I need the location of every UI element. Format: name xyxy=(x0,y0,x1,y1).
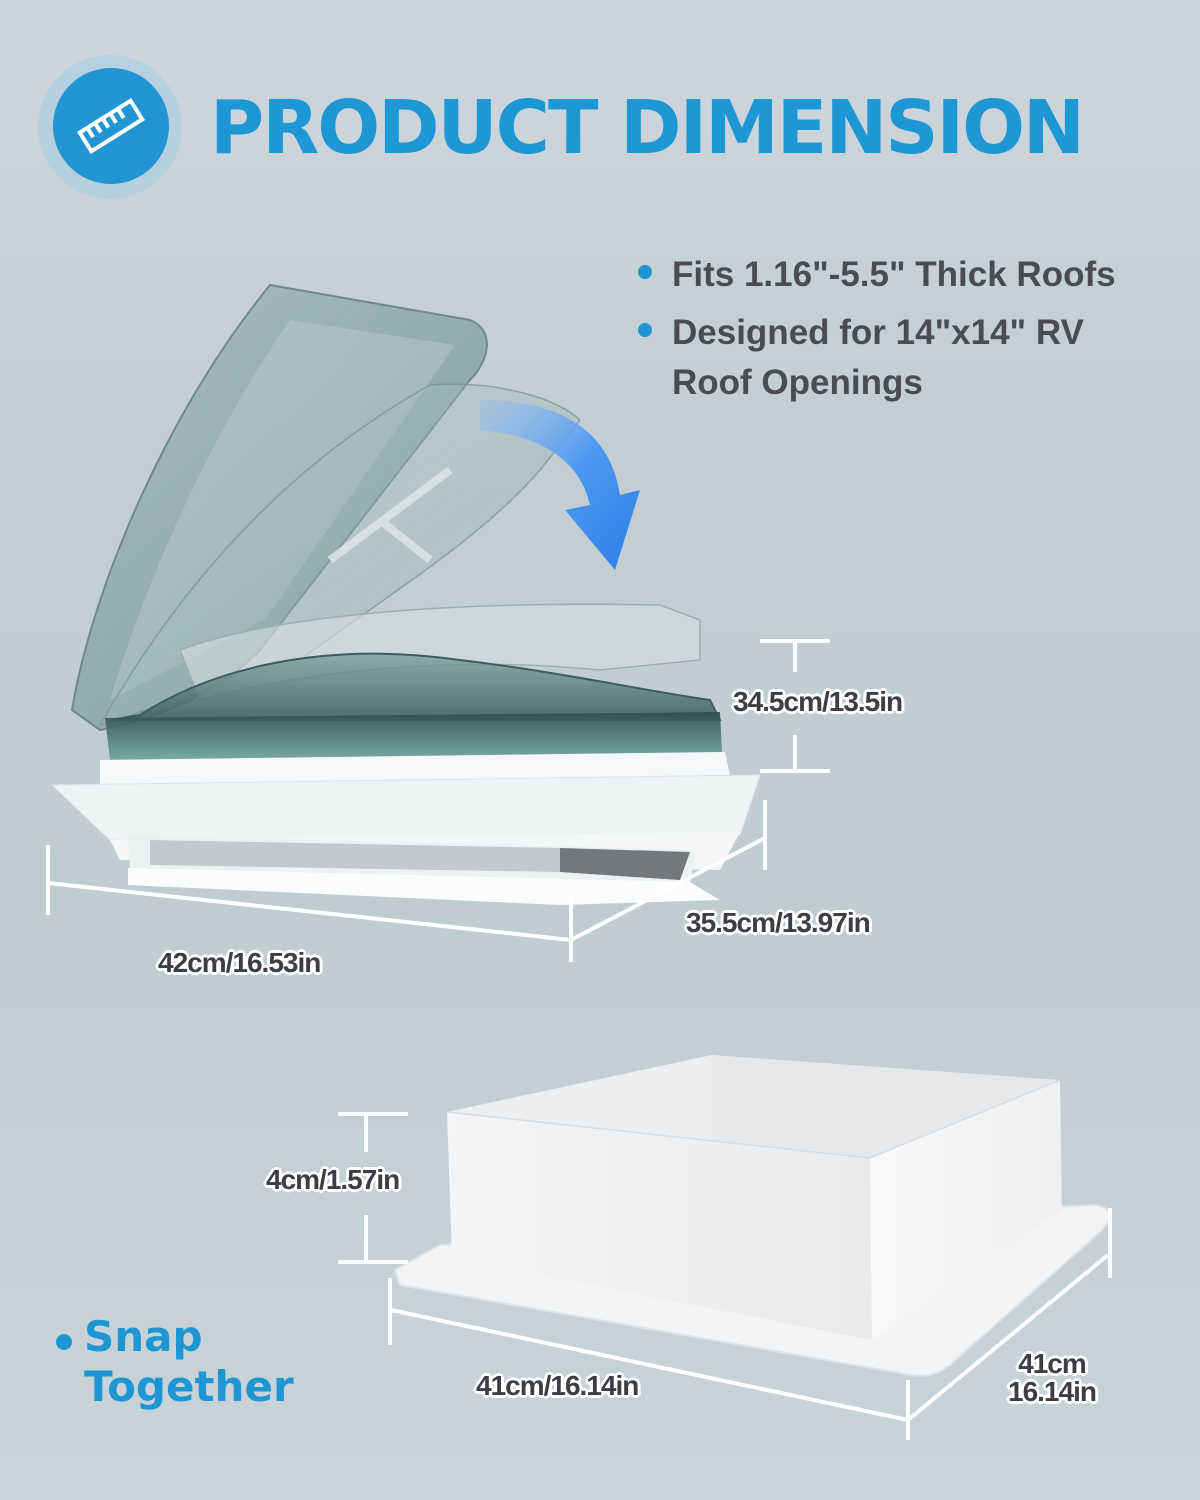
height-dimension-label: 34.5cm/13.5in xyxy=(733,686,903,717)
callout-line-2: Together xyxy=(84,1362,294,1411)
bullet-dot-icon xyxy=(56,1334,72,1350)
curved-down-arrow-icon xyxy=(480,400,640,570)
feature-text: Fits 1.16"-5.5" Thick Roofs xyxy=(672,255,1116,294)
feature-list: Fits 1.16"-5.5" Thick Roofs Designed for… xyxy=(634,250,1174,416)
trim-height-dimension-label: 4cm/1.57in xyxy=(266,1164,400,1195)
callout-line-1: Snap xyxy=(84,1312,203,1361)
trim-depth-dimension-label: 41cm 16.14in xyxy=(1008,1348,1097,1407)
trim-width-dimension-label: 41cm/16.14in xyxy=(476,1370,639,1401)
feature-text: Designed for 14"x14" RV Roof Openings xyxy=(672,313,1084,402)
trim-depth-in: 16.14in xyxy=(1008,1376,1097,1407)
feature-item: Fits 1.16"-5.5" Thick Roofs xyxy=(634,250,1174,300)
trim-ring-illustration xyxy=(338,1055,1112,1440)
ruler-icon-badge xyxy=(53,68,169,184)
trim-depth-cm: 41cm xyxy=(1018,1348,1087,1379)
snap-together-callout: Snap Together xyxy=(56,1312,294,1412)
roof-vent-illustration xyxy=(50,283,761,885)
width-dimension-label: 42cm/16.53in xyxy=(158,947,321,978)
feature-item: Designed for 14"x14" RV Roof Openings xyxy=(634,308,1174,408)
ruler-icon xyxy=(76,98,146,154)
page-title: PRODUCT DIMENSION xyxy=(210,85,1085,171)
bullet-dot-icon xyxy=(638,323,652,337)
bullet-dot-icon xyxy=(638,265,652,279)
depth-dimension-label: 35.5cm/13.97in xyxy=(686,907,871,938)
